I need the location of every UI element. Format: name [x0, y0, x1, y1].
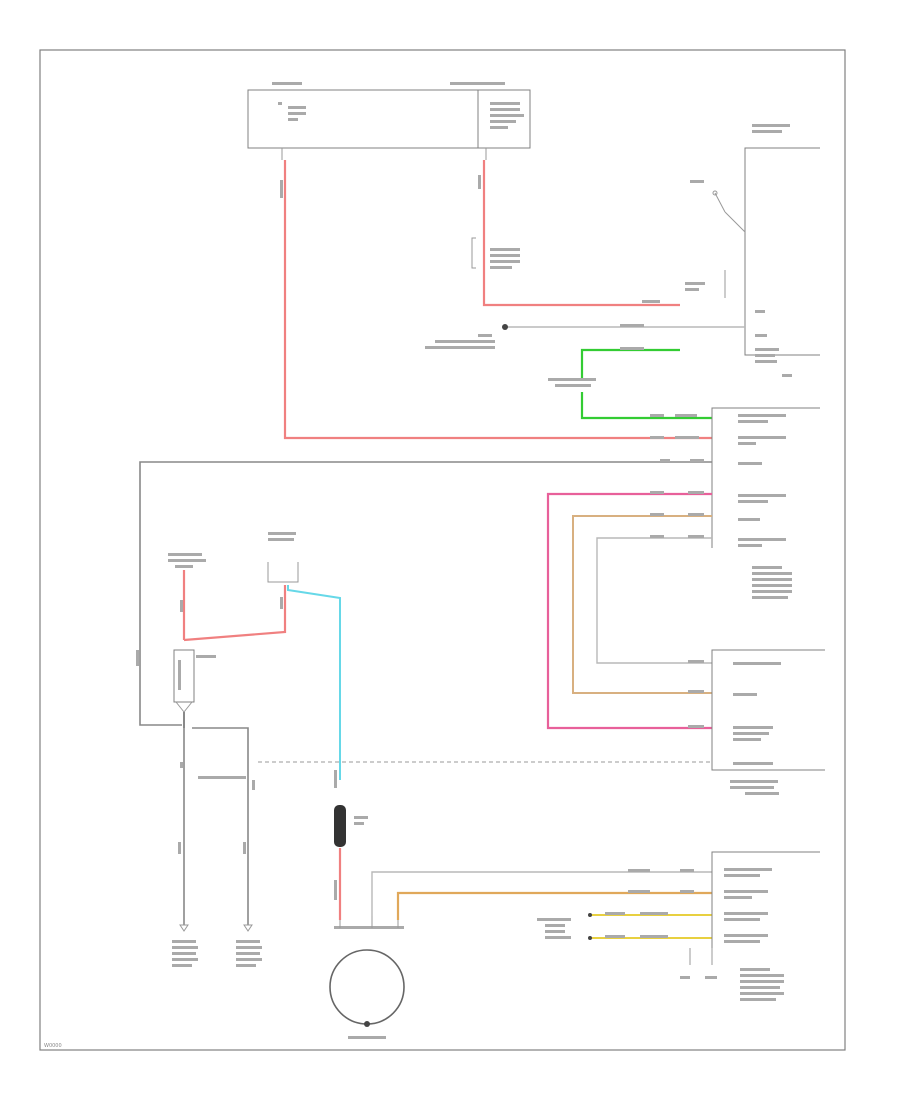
- wire-generator-lgray: [371, 871, 712, 916]
- battery-box: [173, 649, 195, 703]
- cluster-module: [685, 124, 820, 377]
- ground-ref-right: [243, 924, 253, 932]
- ground-icon: [175, 701, 193, 713]
- connector-bracket: [471, 237, 476, 269]
- fuse-block: [247, 82, 531, 160]
- wire-cyan: [287, 585, 341, 780]
- wire-green-lower: [580, 392, 712, 420]
- wire-lgray-sensor: [596, 537, 712, 664]
- starter-relay: [267, 532, 299, 583]
- diagram-frame: [39, 49, 846, 1051]
- wire-red-right: [482, 160, 680, 307]
- generator-icon: [329, 949, 405, 1025]
- wire-ground-right: [192, 727, 249, 925]
- fuse-block-box: [247, 89, 531, 149]
- wire-red-left: [283, 160, 712, 440]
- generator-ground-dot: [364, 1021, 370, 1027]
- battery-current-sensor: [711, 649, 825, 795]
- ground-ref-left: [179, 924, 189, 932]
- engine-control-module: [680, 851, 820, 1001]
- coil-icon: [334, 805, 346, 847]
- wire-tan-sensor: [572, 515, 712, 694]
- switch-icon: [712, 190, 718, 196]
- wire-green-upper: [580, 348, 680, 380]
- wire-ground: [139, 461, 712, 726]
- wire-battery-to-relay: [183, 585, 287, 642]
- wire-generator-orange: [396, 891, 712, 920]
- body-control-module: [711, 407, 820, 599]
- figure-code: W0000: [44, 1043, 62, 1049]
- splice-icon: [502, 324, 508, 330]
- wire-pink-sensor: [546, 492, 712, 730]
